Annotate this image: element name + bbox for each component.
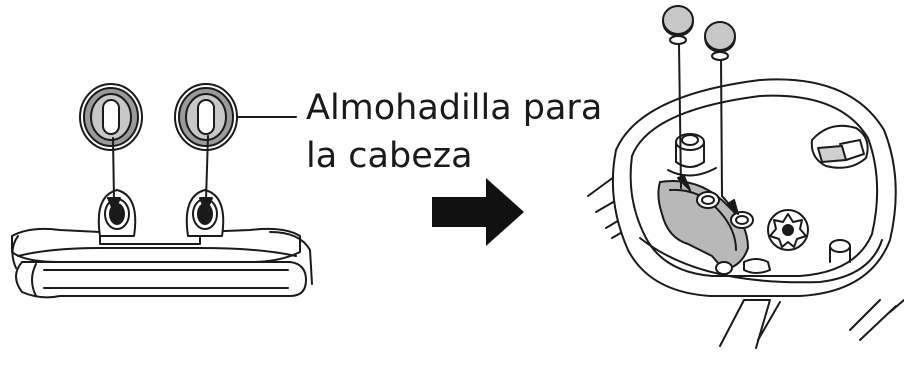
headrest-pad-small-left	[662, 5, 694, 45]
headrest-pad-left	[79, 83, 143, 151]
headrest-pad-small-right	[704, 21, 736, 61]
rail-bar	[15, 261, 307, 299]
seat-bowl-illustration	[587, 5, 904, 349]
headrest-pad-right	[174, 83, 238, 151]
callout-label-line2: la cabeza	[306, 136, 473, 176]
headrest-rail-illustration	[11, 83, 313, 299]
base-plate	[11, 227, 301, 263]
arrow-right	[205, 135, 209, 201]
bowl-inner	[629, 94, 879, 277]
arrow-left	[112, 137, 115, 201]
seat-cushion	[657, 180, 749, 271]
star-knob	[767, 209, 809, 251]
direction-arrow	[432, 178, 524, 246]
callout-label-line1: Almohadilla para	[306, 88, 603, 128]
